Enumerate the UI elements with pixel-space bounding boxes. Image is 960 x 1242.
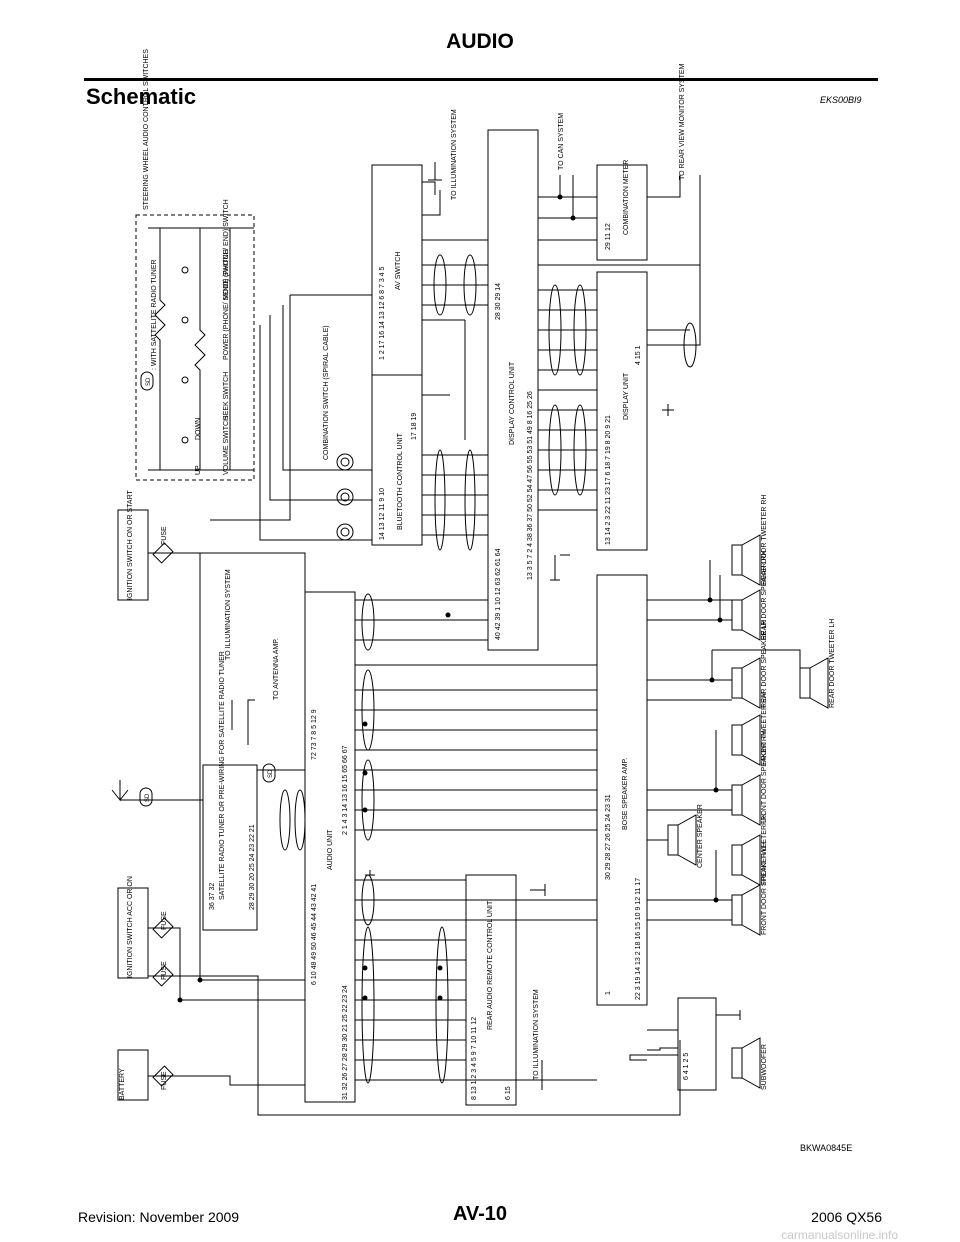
grounds (365, 162, 741, 1020)
display-unit-pins-misc: 4 15 1 (635, 345, 642, 365)
steering-switch-box (135, 214, 255, 481)
ignition-start-box (117, 509, 149, 601)
audio-pins-mid: 2 1 4 3 14 13 16 15 65 66 67 (342, 745, 349, 835)
display-control-label: DISPLAY CONTROL UNIT (509, 361, 516, 445)
front-door-rh-label: FRONT DOOR SPEAKER RH (761, 731, 768, 825)
bluetooth-pins: 17 18 19 (411, 413, 418, 440)
comb-switch-pins: 14 13 12 11 9 10 (379, 488, 386, 540)
section-code: EKS00BI9 (820, 95, 862, 105)
front-tweeter-rh-label: FRONT TWEETER RH (761, 693, 768, 765)
seek-label: SEEK SWITCH (223, 372, 230, 420)
to-rear-view-label: TO REAR VIEW MONITOR SYSTEM (679, 63, 686, 180)
sd-badge-2: SD (145, 793, 151, 802)
watermark-text: carmanualsonline.info (781, 1228, 898, 1242)
av-bt-wires (210, 181, 488, 541)
steering-ladder (148, 227, 254, 471)
combination-meter-label: COMBINATION METER (623, 160, 630, 235)
dcu-pins-right: 28 30 29 14 (495, 283, 502, 320)
fuse-label-3: FUSE (161, 911, 168, 930)
subwoofer-box (677, 997, 717, 1091)
rear-remote-pins: 8 13 1 2 3 4 5 9 7 10 11 12 (471, 1017, 478, 1100)
bose-pins-misc: 1 (605, 991, 612, 995)
subwoofer-label: SUBWOOFER (761, 1044, 768, 1090)
model-text: 2006 QX56 (811, 1209, 882, 1225)
section-title: Schematic (86, 84, 197, 109)
illum-label-1: TO ILLUMINATION SYSTEM (451, 109, 458, 200)
speakers (667, 534, 829, 1089)
rear-remote-label: REAR AUDIO REMOTE CONTROL UNIT (487, 900, 494, 1030)
sd-badge-1: SD (146, 377, 152, 386)
audio-pins-bottom: 6 10 48 49 50 46 45 44 43 42 41 (311, 884, 318, 985)
combination-meter-box (596, 164, 648, 261)
rear-tweeter-lh-label: REAR DOOR TWEETER LH (829, 619, 836, 708)
rear-door-lh-label: REAR DOOR SPEAKER LH (761, 620, 768, 708)
bose-pins-top: 30 29 28 27 26 25 24 23 31 (605, 794, 612, 880)
mode-label: MODE (PHONE/ END) SWITCH (223, 199, 230, 300)
ignition-acc-box (117, 887, 149, 979)
fuse-4 (152, 1065, 174, 1087)
antenna-symbol (111, 780, 129, 802)
combination-meter-pins: 29 11 12 (605, 223, 612, 250)
illum-label-3: TO ILLUMINATION SYSTEM (533, 989, 540, 1080)
illum-label-2: TO ILLUMINATION SYSTEM (225, 569, 232, 660)
down-label: DOWN (195, 418, 202, 440)
fuse-label-1: FUSE (161, 1071, 168, 1090)
audio-bose-wires (355, 599, 597, 1081)
dcu-pins-left: 40 42 39 1 10 12 63 62 61 64 (495, 548, 502, 640)
header-rule (84, 78, 878, 81)
legend-text: : WITH SATTELITE RADIO TUNER (151, 259, 158, 370)
display-unit-label: DISPLAY UNIT (623, 372, 630, 420)
satellite-label: SATELLITE RADIO TUNER OR PRE-WIRING FOR … (219, 651, 226, 900)
audio-unit-box (304, 591, 356, 1103)
figure-id: BKWA0845E (800, 1143, 853, 1153)
to-can-label: TO CAN SYSTEM (558, 113, 565, 170)
sd-badge-3: SD (268, 769, 274, 778)
center-speaker-label: CENTER SPEAKER (697, 804, 704, 868)
front-tweeter-lh-label: FRONT TWEETER LH (761, 814, 768, 885)
power-label: POWER (PHONE/ SEND) SWITCH (223, 249, 230, 360)
bluetooth-label: BLUETOOTH CONTROL UNIT (397, 432, 404, 530)
dcu-pins-mid: 13 3 5 7 2 4 38 36 37 50 52 54 47 56 55 … (527, 391, 534, 580)
audio-pins-misc: 72 73 7 8 5 12 9 (311, 709, 318, 760)
satellite-pins-misc: 36 37 32 (209, 883, 216, 910)
ign-start-label: IGNITION SWITCH ON OR START (127, 489, 134, 600)
page-title: AUDIO (446, 30, 514, 53)
steering-label: STEERING WHEEL AUDIO CONTROL SWITCHES (143, 49, 150, 210)
bose-speaker-wires (629, 560, 801, 1061)
battery-box (117, 1049, 149, 1101)
fuse-3 (152, 965, 174, 987)
satellite-pins: 28 29 30 20 25 24 23 22 21 (249, 824, 256, 910)
audio-pins-top: 31 32 26 27 28 29 30 21 25 22 23 24 (342, 985, 349, 1100)
sd-badges: SD SD SD (139, 371, 276, 807)
page-number: AV-10 (452, 1203, 508, 1225)
rear-remote-pins-misc: 6 15 (505, 1086, 512, 1100)
fuse-label-4: FUSE (161, 526, 168, 545)
display-unit-box (596, 271, 648, 551)
rear-door-rh-label: REAR DOOR SPEAKER RH (761, 551, 768, 640)
av-switch-pins: 1 2 17 16 14 13 12 6 8 7 3 4 5 (379, 266, 386, 360)
bose-amp-label: BOSE SPEAKER AMP. (622, 758, 629, 830)
battery-label: BATTERY (119, 1068, 126, 1100)
rear-remote-box (465, 874, 517, 1106)
fuse-2 (152, 917, 174, 939)
rear-tweeter-rh-label: REAR DOOR TWEETER RH (761, 495, 768, 586)
front-door-lh-label: FRONT DOOR SPEAKER LH (761, 842, 768, 935)
combination-switch-label: COMBINATION SWITCH (SPIRAL CABLE) (323, 325, 330, 460)
volume-label: VOLUME SWITCH (223, 416, 230, 475)
up-label: UP (195, 465, 202, 475)
revision-text: Revision: November 2009 (78, 1209, 240, 1225)
subwoofer-pins: 6 4 1 2 5 (683, 1053, 690, 1080)
av-switch-label: AV SWITCH (395, 252, 402, 290)
dcu-wires (538, 175, 701, 511)
to-antenna-label: TO ANTENNA AMP. (273, 638, 280, 700)
satellite-tuner-box (202, 764, 258, 931)
bluetooth-box (371, 374, 423, 546)
fuse-label-2: FUSE (161, 961, 168, 980)
ign-acc-label: IGNITION SWITCH ACC OR ON (127, 876, 134, 978)
bose-pins-bottom: 22 3 19 14 13 2 18 16 15 10 9 12 11 17 (635, 878, 642, 1000)
audio-unit-label: AUDIO UNIT (327, 829, 334, 870)
fuse-1 (152, 542, 174, 564)
display-unit-pins: 13 14 2 3 22 11 23 17 6 18 7 19 8 20 9 2… (605, 415, 612, 545)
